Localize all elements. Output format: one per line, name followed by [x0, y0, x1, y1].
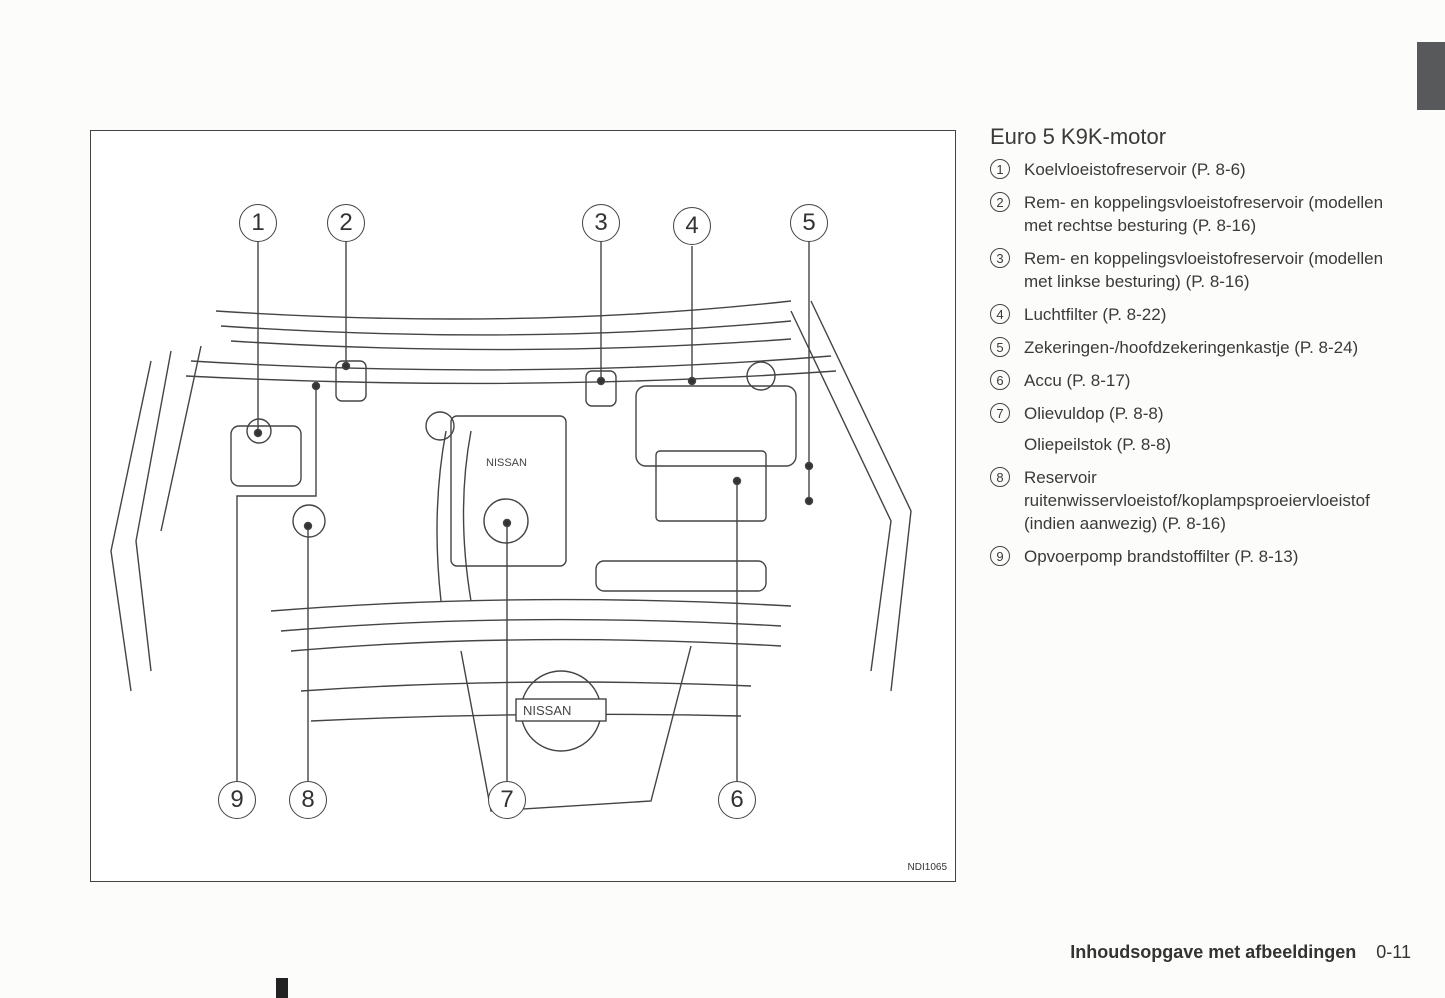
cowl-line — [215, 300, 792, 320]
legend-number: 8 — [990, 467, 1010, 487]
legend-text: Olievuldop (P. 8-8) — [1024, 404, 1164, 423]
grille-top — [290, 638, 782, 652]
legend-text: Luchtfilter (P. 8-22) — [1024, 305, 1167, 324]
legend-item: 1 Koelvloeistofreservoir (P. 8-6) — [990, 158, 1410, 181]
print-mark — [276, 978, 288, 998]
engine-bay-figure: NISSAN NISSAN 1 2 3 4 5 — [90, 130, 956, 882]
legend-number: 2 — [990, 192, 1010, 212]
legend-text: Koelvloeistofreservoir (P. 8-6) — [1024, 160, 1246, 179]
radiator-support — [270, 598, 792, 612]
legend-number: 6 — [990, 370, 1010, 390]
legend-item: Oliepeilstok (P. 8-8) — [990, 433, 1410, 456]
legend-text: Rem- en koppelingsvloeistofreservoir (mo… — [1024, 193, 1384, 235]
legend-number — [990, 434, 1010, 454]
battery — [655, 450, 767, 522]
legend-number: 1 — [990, 159, 1010, 179]
legend-number: 9 — [990, 546, 1010, 566]
legend-number: 4 — [990, 304, 1010, 324]
legend-text: Reservoir ruitenwisservloeistof/koplamps… — [1024, 468, 1370, 533]
page-footer: Inhoudsopgave met afbeeldingen 0-11 — [1070, 942, 1411, 963]
engine-cover — [450, 415, 567, 567]
legend-number: 3 — [990, 248, 1010, 268]
nissan-logo-text: NISSAN — [523, 703, 571, 718]
legend-item: 3 Rem- en koppelingsvloeistofreservoir (m… — [990, 247, 1410, 293]
chapter-tab-marker — [1417, 42, 1445, 110]
callout-3: 3 — [582, 204, 620, 242]
callout-8: 8 — [289, 781, 327, 819]
intake-pipe — [436, 430, 447, 602]
legend-text: Oliepeilstok (P. 8-8) — [1024, 435, 1172, 454]
legend-item: 2 Rem- en koppelingsvloeistofreservoir (m… — [990, 191, 1410, 237]
legend-text: Rem- en koppelingsvloeistofreservoir (mo… — [1024, 249, 1384, 291]
left-fender — [110, 360, 152, 692]
legend-item: 5 Zekeringen-/hoofdzekeringenkastje (P. 8… — [990, 336, 1410, 359]
legend-number: 5 — [990, 337, 1010, 357]
brake-fluid-reservoir — [335, 360, 367, 402]
figure-code: NDI1065 — [907, 862, 947, 873]
callout-1: 1 — [239, 204, 277, 242]
callout-7: 7 — [488, 781, 526, 819]
legend-item: 4 Luchtfilter (P. 8-22) — [990, 303, 1410, 326]
legend-item: 8 Reservoir ruitenwisservloeistof/koplamp… — [990, 466, 1410, 535]
right-fender — [810, 300, 912, 692]
resonator — [595, 560, 767, 592]
legend-text: Zekeringen-/hoofdzekeringenkastje (P. 8-… — [1024, 338, 1359, 357]
legend-title: Euro 5 K9K-motor — [990, 124, 1167, 149]
footer-section-title: Inhoudsopgave met afbeeldingen — [1070, 942, 1357, 962]
oil-filler-cap — [483, 498, 529, 544]
callout-5: 5 — [790, 204, 828, 242]
air-filter-box — [635, 385, 797, 467]
legend-number: 7 — [990, 403, 1010, 423]
legend-item: 7 Olievuldop (P. 8-8) — [990, 402, 1410, 425]
engine-bay-illustration: NISSAN NISSAN — [110, 241, 912, 812]
svg-text:NISSAN: NISSAN — [486, 457, 527, 469]
legend-text: Opvoerpomp brandstoffilter (P. 8-13) — [1024, 547, 1299, 566]
coolant-reservoir — [230, 425, 302, 487]
legend-item: 6 Accu (P. 8-17) — [990, 369, 1410, 392]
legend: Euro 5 K9K-motor 1 Koelvloeistofreservoir… — [990, 124, 1410, 578]
callout-6: 6 — [718, 781, 756, 819]
callout-2: 2 — [327, 204, 365, 242]
page-number: 0-11 — [1376, 942, 1411, 962]
legend-text: Accu (P. 8-17) — [1024, 371, 1131, 390]
washer-reservoir-cap — [292, 504, 326, 538]
callout-9: 9 — [218, 781, 256, 819]
legend-item: 9 Opvoerpomp brandstoffilter (P. 8-13) — [990, 545, 1410, 568]
grille-surround — [460, 645, 692, 812]
callout-4: 4 — [673, 207, 711, 245]
